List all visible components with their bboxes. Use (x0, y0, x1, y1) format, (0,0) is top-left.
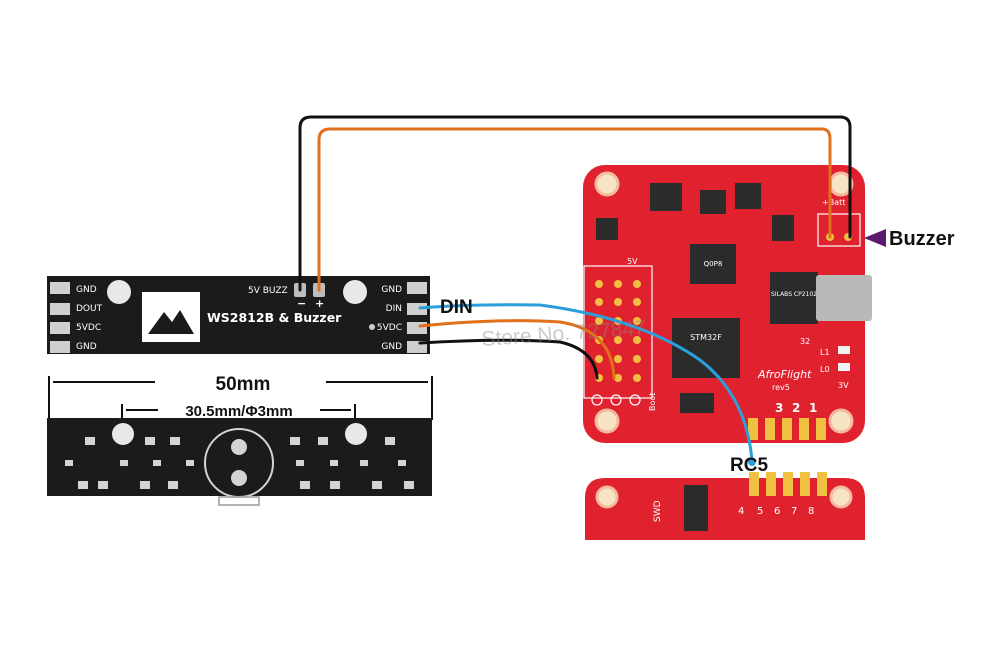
wire-ground (418, 338, 599, 380)
bottom-mount-hole-right (345, 423, 367, 445)
lower-pin-label-7: 7 (791, 506, 797, 517)
wire-buzzer-negative (298, 115, 852, 292)
pad-left-gnd-2 (50, 341, 70, 353)
wire-end-din (748, 458, 756, 466)
fc-brand-line1: AfroFlight (757, 368, 812, 381)
left-pin-label-dout: DOUT (76, 304, 103, 314)
lower-board: SWD 4 5 6 7 8 (585, 472, 865, 540)
buzzer-arrow-icon (864, 229, 886, 247)
fc-chip-usb (770, 272, 818, 324)
dimension-annotations (48, 376, 433, 430)
fc-mount-hole-bl (594, 408, 620, 434)
mount-hole-right (343, 280, 367, 304)
buzz-label: 5V BUZZ (248, 286, 288, 296)
lower-swd-header (684, 485, 708, 531)
right-pin-label-gnd-1: GND (381, 285, 402, 295)
wire-din-signal (418, 303, 754, 462)
fc-mount-hole-tl (594, 171, 620, 197)
left-pin-label-gnd-1: GND (76, 285, 97, 295)
fc-boot-label: Boot (648, 393, 657, 411)
fc-usb-chip-text: SILABS CP2102 (771, 291, 817, 298)
fc-edge-pads (748, 418, 826, 440)
mount-hole-left (107, 280, 131, 304)
led-board-bottom (47, 418, 432, 506)
fc-chip-top-2 (700, 190, 726, 214)
lower-mount-hole-right (829, 485, 853, 509)
fc-led-l1 (838, 346, 850, 354)
lower-pin-label-4: 4 (738, 506, 744, 517)
fc-chip-small-2 (772, 215, 794, 241)
led-footprints (65, 437, 414, 489)
din-callout: DIN (440, 297, 473, 318)
buzz-plus-sign: + (315, 297, 324, 310)
fc-chip-small-3 (680, 393, 714, 413)
left-pin-label-gnd-2: GND (76, 342, 97, 352)
fc-l1-label: L1 (820, 348, 830, 357)
pad-right-5vdc (407, 322, 427, 334)
right-pin-label-gnd-2: GND (381, 342, 402, 352)
fc-chip-small-1 (596, 218, 618, 240)
fc-batt-outline (817, 213, 861, 247)
fc-brand-line2: rev5 (772, 383, 790, 392)
via-5vdc (369, 324, 375, 330)
led-board-top: GND DOUT 5VDC GND GND DIN 5VDC GND 5V BU… (47, 276, 430, 354)
flight-controller-board: Q0P8 SILABS CP2102 STM32F +Batt L1 L0 3V… (583, 165, 872, 443)
lower-mount-hole-left (595, 485, 619, 509)
fc-chip-top-1 (650, 183, 682, 211)
product-title: WS2812B & Buzzer (207, 310, 342, 325)
buzzer-callout: Buzzer (889, 228, 955, 250)
hole-spacing-label: 30.5mm/Φ3mm (185, 403, 292, 420)
fc-header-outline (583, 265, 653, 399)
lower-pin-label-6: 6 (774, 506, 780, 517)
fc-header-pins (595, 280, 641, 382)
buzzer-outline-icon (204, 428, 274, 506)
right-pin-label-5vdc: 5VDC (377, 323, 402, 333)
fc-pin-label-3: 3 (775, 401, 783, 415)
left-pin-label-5vdc: 5VDC (76, 323, 101, 333)
right-pin-label-din: DIN (386, 304, 402, 314)
pad-left-gnd-1 (50, 282, 70, 294)
fc-polarity-icons (591, 394, 641, 406)
fc-5v-label: 5V (627, 257, 638, 266)
pad-right-gnd-1 (407, 282, 427, 294)
fc-led-l0 (838, 363, 850, 371)
wire-5v-power (418, 319, 616, 380)
fc-mount-hole-br (828, 408, 854, 434)
lower-swd-label: SWD (653, 500, 663, 522)
fc-pin-label-1: 1 (809, 401, 817, 415)
pad-left-dout (50, 303, 70, 315)
pad-right-din (407, 303, 427, 315)
buzz-minus-sign: − (297, 297, 306, 310)
fc-mcu-text: STM32F (690, 333, 722, 342)
fc-pin-label-2: 2 (792, 401, 800, 415)
pad-left-5vdc (50, 322, 70, 334)
fc-usb-connector (816, 275, 872, 321)
fc-chip-eeprom (690, 244, 736, 284)
rc5-callout: RC5 (730, 455, 768, 476)
wires (298, 115, 852, 466)
fc-eeprom-text: Q0P8 (704, 260, 723, 268)
fc-model-number: 32 (800, 337, 810, 346)
lower-edge-pads (749, 472, 827, 496)
fc-chip-top-3 (735, 183, 761, 209)
fc-batt-label: +Batt (822, 198, 845, 207)
lower-pin-label-5: 5 (757, 506, 763, 517)
mountain-logo-icon (142, 292, 200, 342)
overall-width-label: 50mm (216, 374, 271, 395)
lower-pin-label-8: 8 (808, 506, 814, 517)
fc-l0-label: L0 (820, 365, 830, 374)
bottom-mount-hole-left (112, 423, 134, 445)
fc-3v-label: 3V (838, 381, 849, 390)
wire-buzzer-positive (317, 127, 832, 292)
